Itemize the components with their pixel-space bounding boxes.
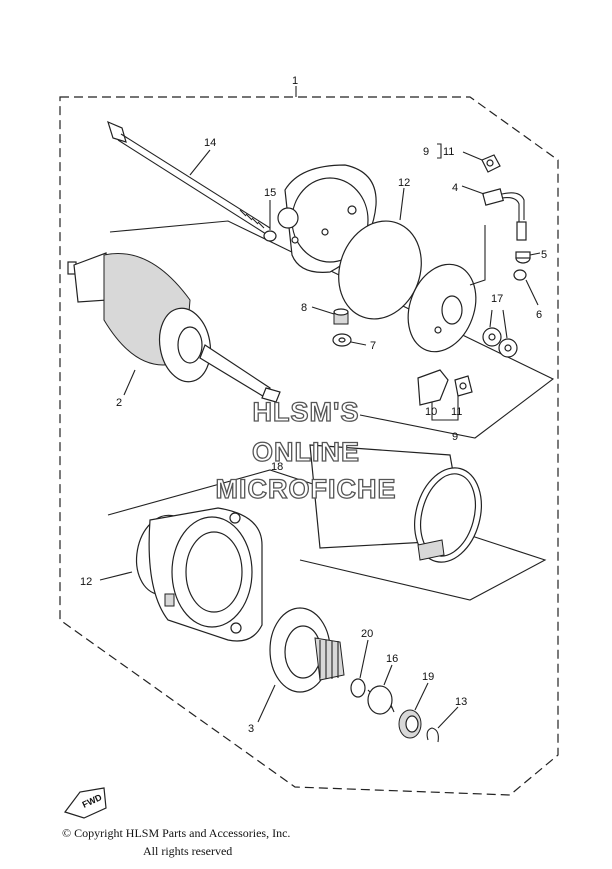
leader-11-upper [462, 151, 483, 161]
watermark-line-3: MICROFICHE [216, 474, 397, 504]
fwd-arrow-icon: FWD [64, 787, 107, 819]
callout-11-upper: 11 [443, 146, 454, 158]
leader-20 [359, 639, 369, 679]
washers-part-17 [482, 327, 518, 358]
callout-10: 10 [425, 406, 437, 418]
clip-part-11-lower [454, 375, 473, 397]
assembly-boundary [59, 96, 559, 796]
callout-11-lower: 11 [451, 406, 462, 418]
callout-8: 8 [301, 302, 307, 314]
insulator-plate [407, 263, 477, 353]
callout-13: 13 [455, 696, 467, 708]
callout-16: 16 [386, 653, 398, 665]
watermark-line-2: ONLINE [252, 437, 360, 467]
leader-6 [525, 279, 539, 306]
front-cover [148, 507, 263, 642]
leader-16 [383, 664, 393, 686]
callout-2: 2 [116, 397, 122, 409]
leader-5 [529, 252, 541, 256]
leader-3 [257, 684, 276, 723]
callout-12-upper: 12 [398, 177, 410, 189]
callout-19: 19 [422, 671, 434, 683]
callout-7: 7 [370, 340, 376, 352]
callout-1: 1 [292, 75, 298, 87]
nut-part-5 [515, 251, 531, 264]
leader-12-lower [99, 571, 133, 581]
leader-8 [311, 306, 335, 315]
callout-18: 18 [271, 461, 283, 473]
leader-13 [437, 706, 459, 729]
callout-9-lower: 9 [452, 431, 458, 443]
leader-4-line [469, 225, 486, 286]
rights-reserved-notice: All rights reserved [143, 844, 233, 858]
nut-part-7 [332, 333, 352, 347]
bushing-part-19 [398, 709, 422, 739]
nut-part-8 [333, 308, 349, 325]
callout-9-upper: 9 [423, 146, 429, 158]
lower-panel [107, 469, 547, 601]
holder-part-10 [417, 369, 449, 406]
pinion-gear-part-3 [269, 607, 345, 693]
armature-part-2 [67, 252, 281, 403]
leader-2 [123, 369, 136, 396]
leader-7 [350, 341, 367, 346]
callout-4: 4 [452, 182, 458, 194]
callout-14: 14 [204, 137, 216, 149]
leader-19 [414, 682, 429, 711]
circlip-part-13 [426, 727, 439, 743]
brush-holder-clip-part-11 [481, 154, 501, 173]
callout-6: 6 [536, 309, 542, 321]
callout-15: 15 [264, 187, 276, 199]
callout-20: 20 [361, 628, 373, 640]
copyright-notice: © Copyright HLSM Parts and Accessories, … [62, 826, 291, 840]
oring-part-15 [263, 230, 277, 242]
leader-12-upper [399, 187, 405, 221]
yoke-housing [309, 444, 482, 563]
spring-part-16 [367, 685, 395, 715]
washer-part-20 [350, 678, 366, 698]
watermark-line-1: HLSM'S [253, 397, 360, 427]
leader-4 [461, 185, 485, 195]
brush-part-4 [482, 188, 527, 241]
callout-5: 5 [541, 249, 547, 261]
leader-10-11 [431, 395, 459, 421]
leader-14 [189, 149, 211, 176]
seal-ring-part-12-upper [338, 220, 422, 320]
leader-17 [489, 309, 508, 339]
through-bolt-part-14 [107, 120, 271, 235]
callout-17: 17 [491, 293, 503, 305]
callout-12-lower: 12 [80, 576, 92, 588]
upper-panel [109, 220, 555, 439]
washer-part-6 [513, 269, 527, 281]
bracket-9-11 [437, 143, 442, 159]
callout-3: 3 [248, 723, 254, 735]
